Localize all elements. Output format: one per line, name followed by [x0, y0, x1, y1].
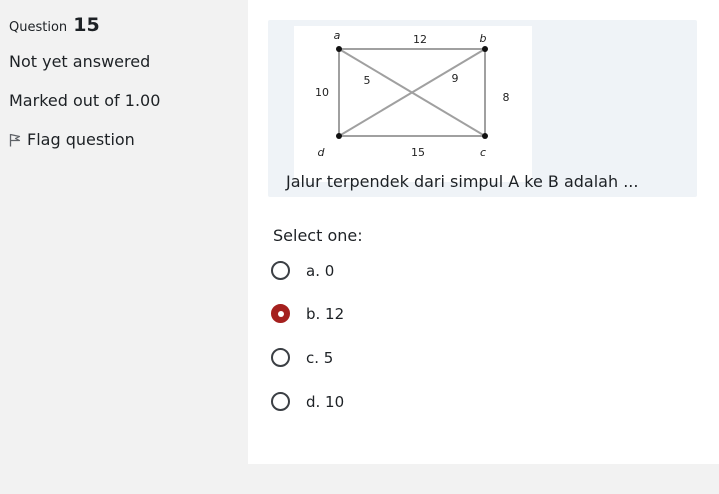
answer-prompt: Select one: [273, 226, 363, 245]
answer-option-a[interactable]: a. 0 [271, 261, 334, 280]
question-label: Question [9, 20, 68, 35]
edge-weight-a-c: 5 [364, 74, 371, 87]
question-text: Jalur terpendek dari simpul A ke B adala… [286, 172, 639, 191]
edge-weight-d-c: 15 [411, 146, 425, 159]
vertex-label-b: b [480, 32, 487, 45]
answer-option-c[interactable]: c. 5 [271, 348, 333, 367]
vertex-c [482, 133, 488, 139]
question-formulation: a b c d 12 10 5 9 8 15 Jalur terpendek d… [268, 20, 697, 197]
edge-weight-b-c: 8 [503, 91, 510, 104]
edge-d-b [338, 48, 486, 137]
question-info-panel: Question 15 Not yet answered Marked out … [0, 0, 245, 494]
question-content: a b c d 12 10 5 9 8 15 Jalur terpendek d… [248, 0, 719, 464]
question-number: Question 15 [9, 14, 100, 36]
vertex-label-d: d [318, 146, 326, 159]
flag-question-label: Flag question [27, 130, 135, 149]
vertex-a [336, 46, 342, 52]
edge-weight-d-b: 9 [452, 72, 459, 85]
vertex-b [482, 46, 488, 52]
flag-icon [9, 133, 21, 146]
graph-diagram: a b c d 12 10 5 9 8 15 [315, 29, 510, 159]
radio-option-c[interactable] [271, 348, 290, 367]
vertex-label-c: c [480, 146, 486, 159]
question-grade: Marked out of 1.00 [9, 91, 161, 110]
answer-option-d[interactable]: d. 10 [271, 392, 344, 411]
question-number-value: 15 [73, 14, 100, 36]
vertex-d [336, 133, 342, 139]
option-label-a: a. 0 [306, 261, 335, 280]
option-label-d: d. 10 [306, 392, 345, 411]
graph-figure: a b c d 12 10 5 9 8 15 [294, 26, 532, 182]
edge-weight-a-d: 10 [315, 86, 329, 99]
question-state: Not yet answered [9, 52, 151, 71]
option-label-c: c. 5 [306, 348, 334, 367]
radio-option-a[interactable] [271, 261, 290, 280]
radio-option-b[interactable] [271, 304, 290, 323]
radio-option-d[interactable] [271, 392, 290, 411]
answer-option-b[interactable]: b. 12 [271, 304, 344, 323]
flag-question-link[interactable]: Flag question [9, 130, 135, 149]
edge-weight-a-b: 12 [413, 33, 427, 46]
vertex-label-a: a [334, 29, 341, 42]
option-label-b: b. 12 [306, 304, 345, 323]
